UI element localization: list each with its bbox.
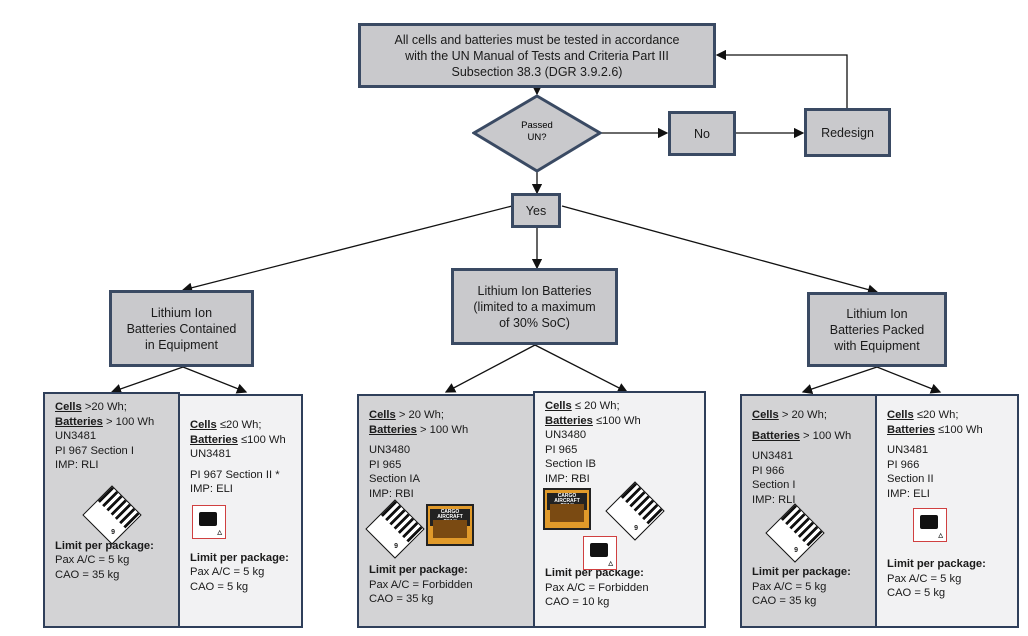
panel-packed-small: Cells ≤20 Wh; Batteries ≤100 Wh UN3481 P… <box>875 394 1019 628</box>
lithium-battery-mark-icon: △ <box>913 508 947 547</box>
class9-hazard-icon: 9 <box>82 485 142 545</box>
class9-hazard-icon: 9 <box>605 481 665 541</box>
panel-packed-large: Cells > 20 Wh; Batteries > 100 Wh UN3481… <box>740 394 877 628</box>
cargo-aircraft-only-icon: CARGO AIRCRAFT ONLY <box>543 488 591 535</box>
decision-label-1: Passed <box>521 120 553 131</box>
testing-requirement-box: All cells and batteries must be tested i… <box>358 23 716 88</box>
branch-batteries-alone: Lithium Ion Batteries(limited to a maxim… <box>451 268 618 345</box>
no-box: No <box>668 111 736 156</box>
arrow-contained-to-p2 <box>182 366 248 394</box>
yes-box: Yes <box>511 193 561 228</box>
arrow-yes-to-packed <box>561 205 879 295</box>
class9-hazard-icon: 9 <box>765 503 825 563</box>
cargo-aircraft-only-icon: CARGO AIRCRAFT ONLY <box>426 504 474 551</box>
decision-label-2: UN? <box>527 132 546 143</box>
arrow-yes-to-contained <box>181 205 513 293</box>
lithium-battery-mark-icon: △ <box>583 536 617 575</box>
arrow-alone-to-p4 <box>534 344 629 393</box>
lithium-battery-mark-icon: △ <box>192 505 226 544</box>
arrow-redesign-to-top <box>715 49 848 108</box>
arrow-contained-to-p1 <box>110 366 184 394</box>
arrow-alone-to-p3 <box>444 344 536 393</box>
arrow-packed-to-p6 <box>876 366 942 394</box>
redesign-box: Redesign <box>804 108 891 157</box>
arrow-packed-to-p5 <box>801 366 878 395</box>
passed-un-decision: Passed UN? <box>472 94 602 173</box>
class9-hazard-icon: 9 <box>365 499 425 559</box>
